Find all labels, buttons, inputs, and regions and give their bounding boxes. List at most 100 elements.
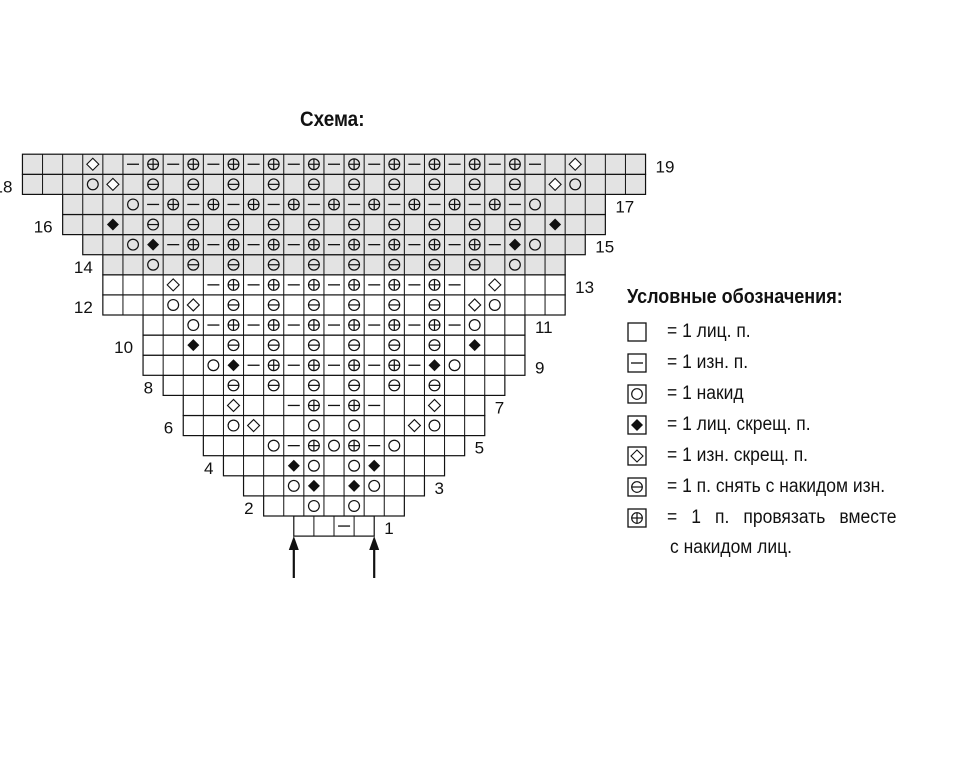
row-number-14: 14 <box>74 258 93 277</box>
yarn-over-circle <box>508 258 521 271</box>
chart-row-4 <box>222 455 446 477</box>
legend-text-knit-with-yo-continued: с накидом лиц. <box>670 537 793 558</box>
yarn-over-circle <box>448 359 461 372</box>
legend-text-knit: = 1 лиц. п. <box>667 321 751 342</box>
filled-diamond-symbol <box>307 479 320 492</box>
legend-text-slip-with-yo: = 1 п. снять с накидом изн. <box>667 476 886 497</box>
open-diamond-symbol <box>427 398 442 413</box>
open-diamond-symbol <box>246 418 261 433</box>
filled-diamond-symbol <box>549 218 562 231</box>
row-number-5: 5 <box>475 439 484 458</box>
yarn-over-circle <box>468 319 481 332</box>
circle-plus-icon <box>627 508 647 528</box>
row-number-3: 3 <box>434 479 443 498</box>
filled-diamond-symbol <box>227 359 240 372</box>
row-number-13: 13 <box>575 278 594 297</box>
row-number-1: 1 <box>384 519 393 538</box>
yarn-over-circle <box>307 459 320 472</box>
row-number-19: 19 <box>656 157 675 176</box>
filled-diamond-symbol <box>348 479 361 492</box>
legend-item-twisted-knit: = 1 лиц. скрещ. п. <box>627 411 823 439</box>
legend-text-knit-with-yo: = 1 п. провязать вместе <box>667 507 897 528</box>
chart-row-14 <box>102 254 566 276</box>
open-diamond-symbol <box>106 177 120 192</box>
yarn-over-circle <box>528 238 541 251</box>
chart-row-16 <box>62 213 606 236</box>
row-number-11: 11 <box>535 318 553 337</box>
chart-row-2 <box>263 495 405 517</box>
row-number-12: 12 <box>74 298 93 317</box>
circle-minus-icon <box>627 477 647 497</box>
legend-item-slip-with-yo: = 1 п. снять с накидом изн. <box>627 473 904 501</box>
row-number-15: 15 <box>595 238 614 257</box>
yarn-over-circle <box>267 439 280 452</box>
legend-item-twisted-purl: = 1 изн. скрещ. п. <box>627 442 820 470</box>
filled-diamond-icon <box>627 415 647 435</box>
open-diamond-symbol <box>166 278 180 292</box>
legend-text-yarn-over: = 1 накид <box>667 383 744 404</box>
filled-diamond-symbol <box>106 218 119 231</box>
row-number-16: 16 <box>34 218 53 237</box>
open-diamond-symbol <box>548 177 562 192</box>
filled-diamond-symbol <box>468 339 481 352</box>
yarn-over-circle <box>388 439 401 452</box>
row-number-6: 6 <box>164 419 173 438</box>
row-number-7: 7 <box>495 399 504 418</box>
chart-row-10 <box>142 334 526 356</box>
filled-diamond-symbol <box>508 238 521 251</box>
legend-item-purl: = 1 изн. п. <box>627 349 755 377</box>
filled-diamond-symbol <box>287 459 300 472</box>
empty-square-icon <box>627 322 647 342</box>
chart-row-3 <box>242 475 426 497</box>
filled-diamond-symbol <box>147 238 160 251</box>
filled-diamond-symbol <box>187 339 200 352</box>
yarn-over-circle <box>187 319 200 332</box>
chart-row-5 <box>202 435 466 457</box>
open-diamond-symbol <box>226 398 241 413</box>
yarn-over-circle <box>348 419 361 432</box>
yarn-over-circle <box>126 238 139 251</box>
yarn-over-circle <box>167 298 180 311</box>
yarn-over-circle <box>348 459 361 472</box>
row-number-10: 10 <box>114 338 133 357</box>
yarn-over-circle <box>207 359 220 372</box>
legend-title: Условные обозначения: <box>627 286 843 308</box>
yarn-over-circle <box>287 479 300 492</box>
yarn-over-circle <box>307 499 320 512</box>
row-number-17: 17 <box>615 198 634 217</box>
yarn-over-circle <box>328 439 341 452</box>
yarn-over-circle <box>86 178 99 191</box>
legend-text-twisted-purl: = 1 изн. скрещ. п. <box>667 445 809 466</box>
row-number-4: 4 <box>204 459 213 478</box>
legend-item-knit: = 1 лиц. п. <box>627 318 758 346</box>
chart-title: Схема: <box>300 108 365 131</box>
row-number-9: 9 <box>535 358 544 377</box>
yarn-over-circle <box>528 198 541 211</box>
legend-item-knit-with-yo: = 1 п. провязать вместе <box>627 504 916 532</box>
open-diamond-symbol <box>467 298 482 312</box>
legend-item-yarn-over: = 1 накид <box>627 380 750 408</box>
yarn-over-circle <box>488 298 501 311</box>
yarn-over-circle <box>428 419 441 432</box>
yarn-over-circle <box>126 198 139 211</box>
row-number-8: 8 <box>144 378 153 397</box>
legend-text-purl: = 1 изн. п. <box>667 352 749 373</box>
row-number-18: 18 <box>0 177 12 196</box>
open-diamond-symbol <box>568 157 582 172</box>
circle-icon <box>627 384 647 404</box>
open-diamond-symbol <box>86 157 100 172</box>
open-diamond-icon <box>627 446 647 466</box>
legend-text-twisted-knit: = 1 лиц. скрещ. п. <box>667 414 811 435</box>
open-diamond-symbol <box>186 298 201 312</box>
yarn-over-circle <box>368 479 381 492</box>
chart-row-12 <box>102 294 566 316</box>
chart-row-8 <box>162 374 506 396</box>
yarn-over-circle <box>348 499 361 512</box>
row-number-2: 2 <box>244 499 253 518</box>
filled-diamond-symbol <box>368 459 381 472</box>
open-diamond-symbol <box>488 278 502 292</box>
yarn-over-circle <box>569 178 582 191</box>
yarn-over-circle <box>307 419 320 432</box>
filled-diamond-symbol <box>428 359 441 372</box>
